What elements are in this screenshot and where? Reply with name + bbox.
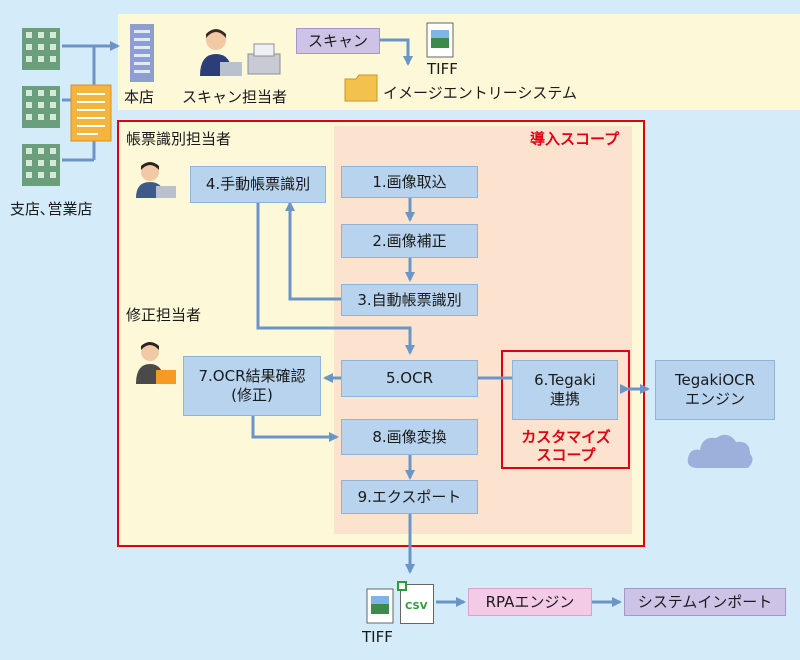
step-9-export: 9.エクスポート bbox=[341, 480, 478, 514]
tiff-image-icon bbox=[426, 22, 454, 58]
step-3-auto-form-classification: 3.自動帳票識別 bbox=[341, 284, 478, 316]
custom-scope-frame bbox=[501, 350, 630, 469]
scan-box: スキャン bbox=[296, 28, 380, 54]
form-classifier-operator-icon bbox=[136, 162, 176, 198]
csv-label: CSV bbox=[405, 601, 428, 612]
tiff-label-top: TIFF bbox=[427, 60, 458, 78]
correction-operator-label: 修正担当者 bbox=[126, 306, 202, 324]
correction-operator-icon bbox=[136, 342, 176, 384]
custom-scope-line-2: スコープ bbox=[536, 446, 596, 464]
cloud-icon bbox=[687, 434, 753, 468]
step-7-ocr-result-check: 7.OCR結果確認 (修正) bbox=[183, 356, 321, 416]
custom-scope-line-1: カスタマイズ bbox=[521, 428, 611, 446]
image-entry-label: イメージエントリーシステム bbox=[383, 84, 577, 102]
csv-check-icon bbox=[397, 581, 407, 591]
tegaki-ocr-engine: TegakiOCR エンジン bbox=[655, 360, 775, 420]
engine-line-1: TegakiOCR bbox=[674, 371, 756, 390]
step-6-tegaki-link: 6.Tegaki 連携 bbox=[512, 360, 618, 420]
step-6-line-1: 6.Tegaki bbox=[534, 371, 596, 390]
branch-label: 支店､営業店 bbox=[10, 200, 93, 218]
branch-building-icon bbox=[22, 144, 60, 186]
folder-icon bbox=[344, 74, 378, 102]
scan-operator-label: スキャン担当者 bbox=[182, 88, 288, 106]
step-7-line-1: 7.OCR結果確認 bbox=[198, 367, 306, 386]
rpa-engine-box: RPAエンジン bbox=[468, 588, 592, 616]
custom-scope-label: カスタマイズ スコープ bbox=[508, 428, 624, 464]
step-5-ocr: 5.OCR bbox=[341, 360, 478, 397]
form-classifier-label: 帳票識別担当者 bbox=[126, 130, 232, 148]
branch-building-icon bbox=[22, 28, 60, 70]
document-icon bbox=[70, 84, 112, 142]
step-6-line-2: 連携 bbox=[549, 390, 580, 408]
intro-scope-label: 導入スコープ bbox=[530, 130, 620, 148]
tiff-image-icon-bottom bbox=[366, 588, 394, 624]
scan-operator-icon bbox=[200, 29, 242, 76]
csv-file-icon: CSV bbox=[397, 581, 434, 624]
tiff-label-bottom: TIFF bbox=[362, 628, 393, 646]
scanner-icon bbox=[247, 43, 281, 75]
step-1-image-import: 1.画像取込 bbox=[341, 166, 478, 198]
engine-line-2: エンジン bbox=[684, 390, 745, 408]
step-4-manual-form-classification: 4.手動帳票識別 bbox=[190, 166, 326, 203]
branch-building-icon bbox=[22, 86, 60, 128]
headquarters-building-icon bbox=[130, 24, 154, 82]
headquarters-label: 本店 bbox=[124, 88, 155, 106]
step-2-image-correction: 2.画像補正 bbox=[341, 224, 478, 258]
step-8-image-conversion: 8.画像変換 bbox=[341, 419, 478, 455]
step-7-line-2: (修正) bbox=[231, 386, 273, 404]
system-import-box: システムインポート bbox=[624, 588, 786, 616]
